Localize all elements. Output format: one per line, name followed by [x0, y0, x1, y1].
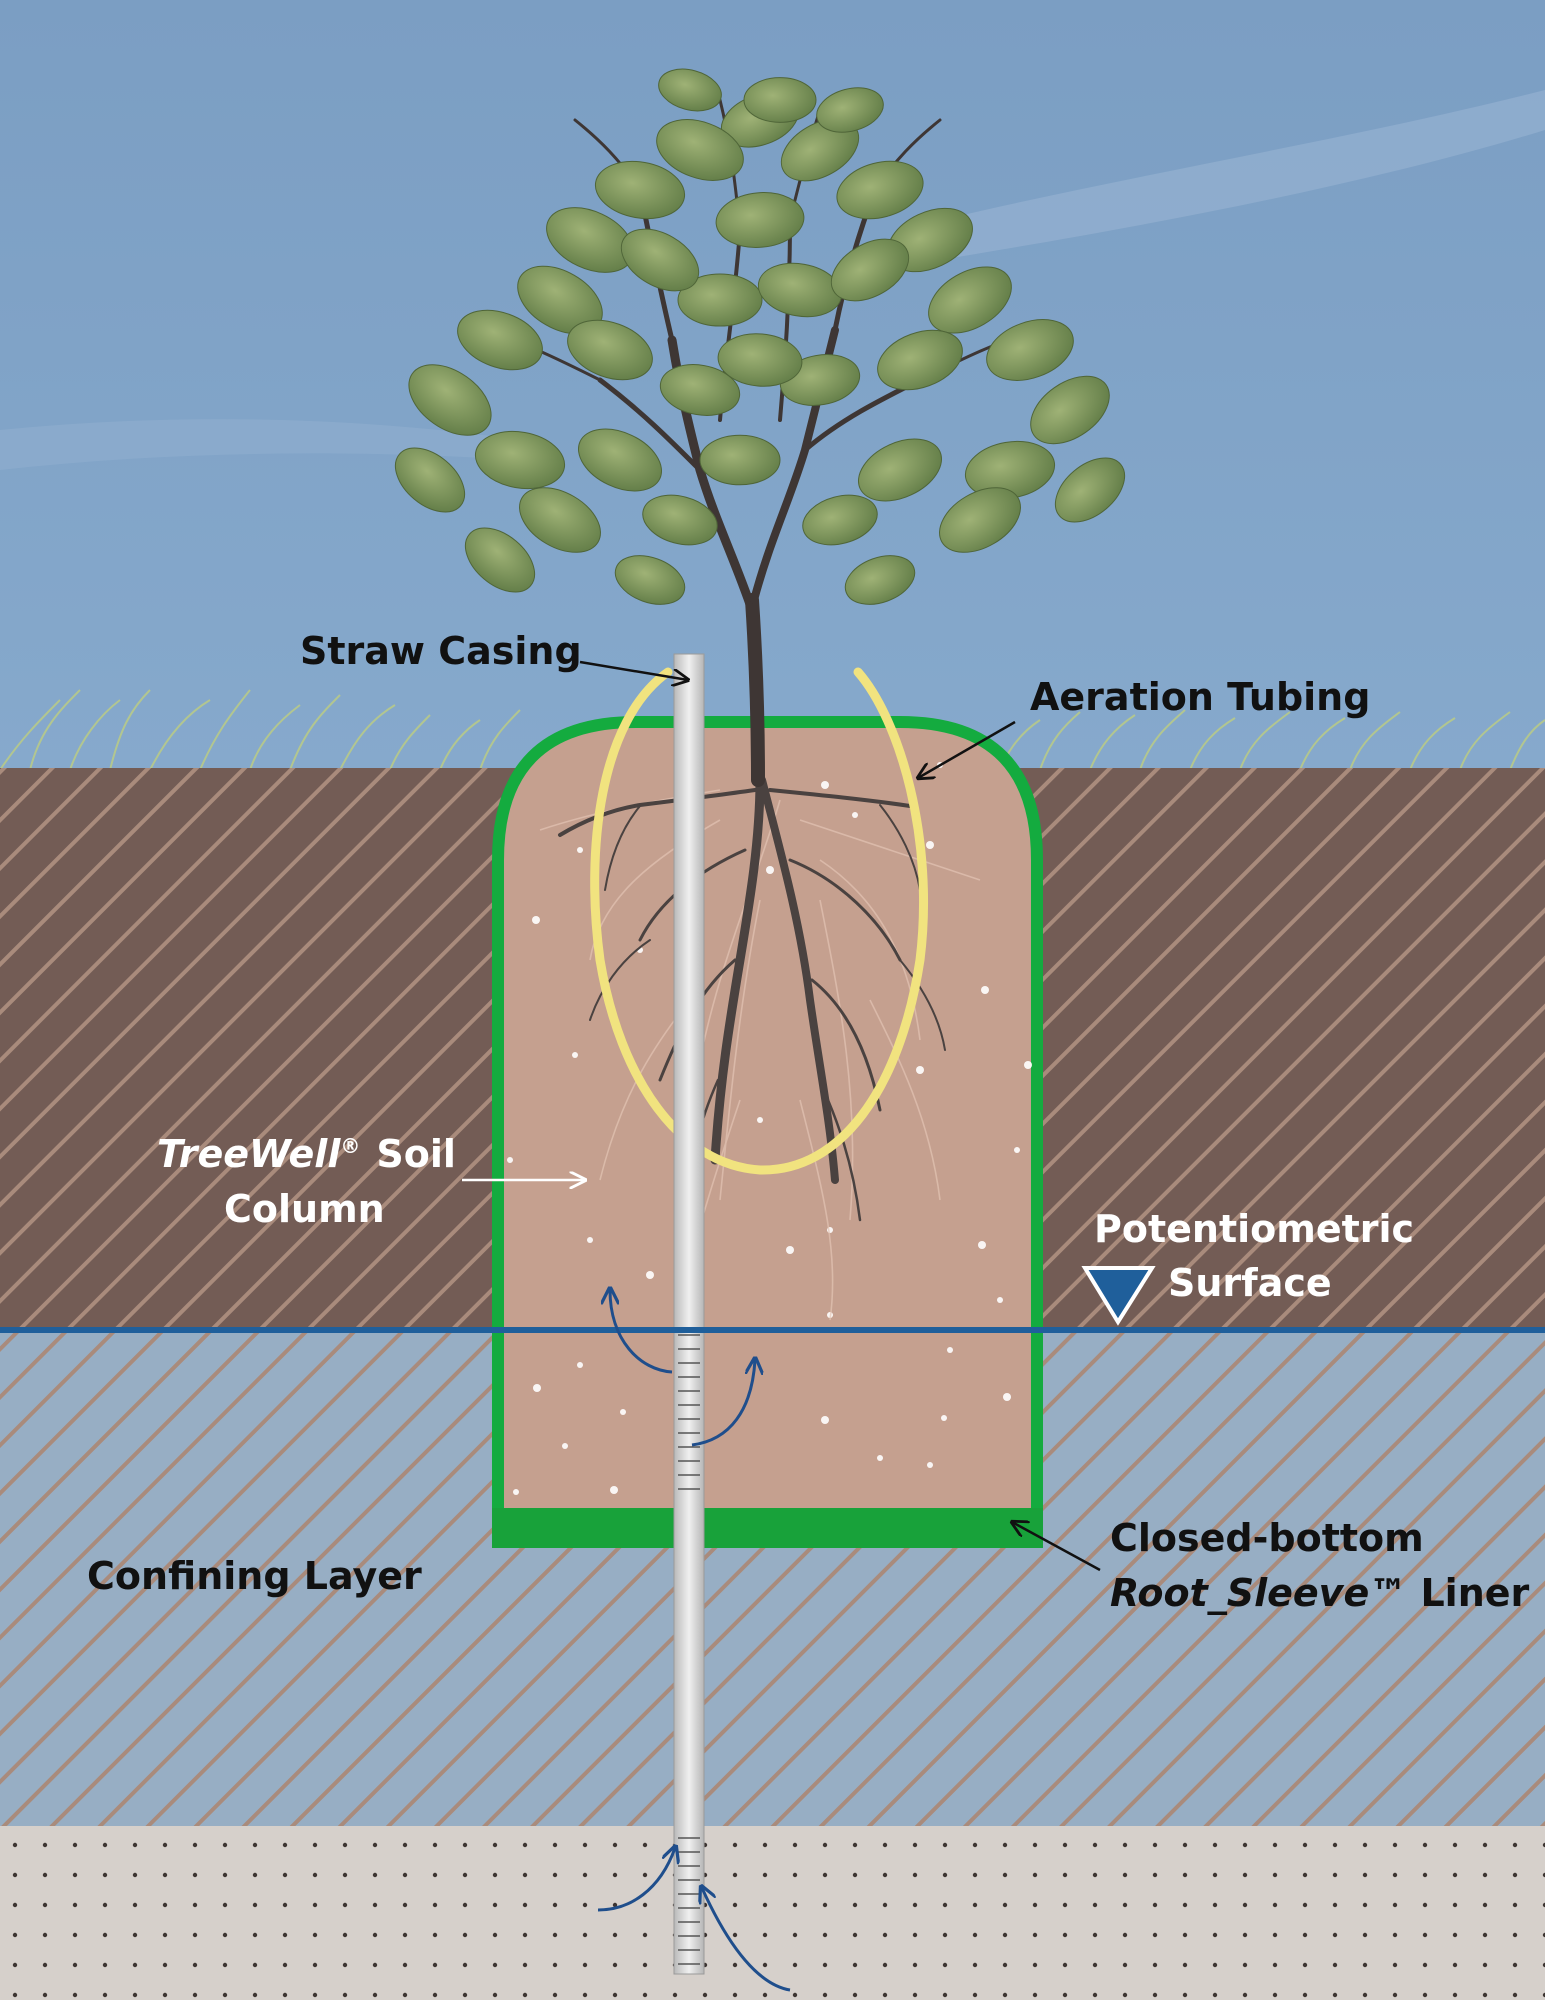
- aeration-tubing-label: Aeration Tubing: [1030, 675, 1371, 719]
- leaf: [928, 266, 1012, 334]
- leaf: [743, 77, 817, 123]
- leaf: [620, 228, 700, 292]
- straw-casing-pointer: [579, 660, 688, 680]
- confining-layer-label: Confining Layer: [87, 1554, 422, 1598]
- inverted-triangle-icon: [1081, 1266, 1156, 1326]
- treewell-brand: TreeWell: [157, 1132, 341, 1176]
- leaf: [857, 438, 943, 502]
- aeration-tubing: [590, 667, 929, 1175]
- potentiometric-label-line1: Potentiometric: [1094, 1207, 1415, 1251]
- upward-flow-arrows: [597, 1290, 791, 1992]
- leaf: [656, 119, 744, 181]
- leaf: [659, 364, 741, 416]
- leaf: [715, 192, 805, 248]
- leaf: [474, 430, 566, 490]
- aquifer-layer: [0, 1826, 1545, 2000]
- soil-column-label-line2: Column: [224, 1187, 385, 1231]
- leaf: [677, 273, 763, 327]
- leaf: [519, 487, 601, 553]
- leaf: [877, 329, 963, 391]
- leaf: [614, 555, 686, 605]
- leaf: [1030, 375, 1110, 445]
- leaf: [836, 160, 924, 220]
- leaf: [658, 68, 722, 112]
- leaf: [717, 333, 803, 387]
- closed-bottom-liner: [492, 1508, 1043, 1548]
- leaf: [464, 527, 536, 593]
- soil-word: Soil: [376, 1132, 456, 1176]
- leaf: [567, 319, 653, 381]
- leaf: [577, 428, 663, 492]
- leaf: [816, 87, 884, 133]
- cloud-wisp: [900, 90, 1545, 260]
- casing-screen-slots: [678, 1334, 700, 1965]
- soil-column-label-line1: TreeWell® Soil: [157, 1132, 456, 1177]
- liner-label-line2: Root_Sleeve™ Liner: [1110, 1571, 1530, 1616]
- soil-column: [492, 716, 1043, 1531]
- leaf: [830, 238, 910, 302]
- leaf: [394, 447, 466, 513]
- leaf: [939, 487, 1021, 553]
- leaf: [457, 309, 543, 371]
- leaf: [1054, 457, 1126, 523]
- liner-pointer: [1012, 1522, 1101, 1572]
- cloud-wisp: [0, 419, 520, 470]
- leaf: [642, 494, 718, 546]
- tree-canopy: [394, 68, 1126, 605]
- potentiometric-label-line2: Surface: [1168, 1261, 1332, 1305]
- leaf: [802, 494, 878, 546]
- registered-mark: ®: [340, 1134, 361, 1159]
- leaf: [699, 434, 781, 486]
- leaf: [986, 319, 1074, 381]
- aeration-tubing-pointer: [918, 720, 1016, 778]
- grass: [0, 689, 1545, 771]
- leaf: [408, 364, 492, 436]
- liner-label-line1: Closed-bottom: [1110, 1516, 1424, 1560]
- liner-word: Liner: [1420, 1571, 1530, 1615]
- leaf: [594, 160, 686, 220]
- straw-casing-label: Straw Casing: [300, 629, 582, 673]
- straw-casing: [673, 653, 705, 1975]
- leaf: [844, 555, 916, 605]
- root-sleeve-brand: Root_Sleeve™: [1110, 1571, 1408, 1615]
